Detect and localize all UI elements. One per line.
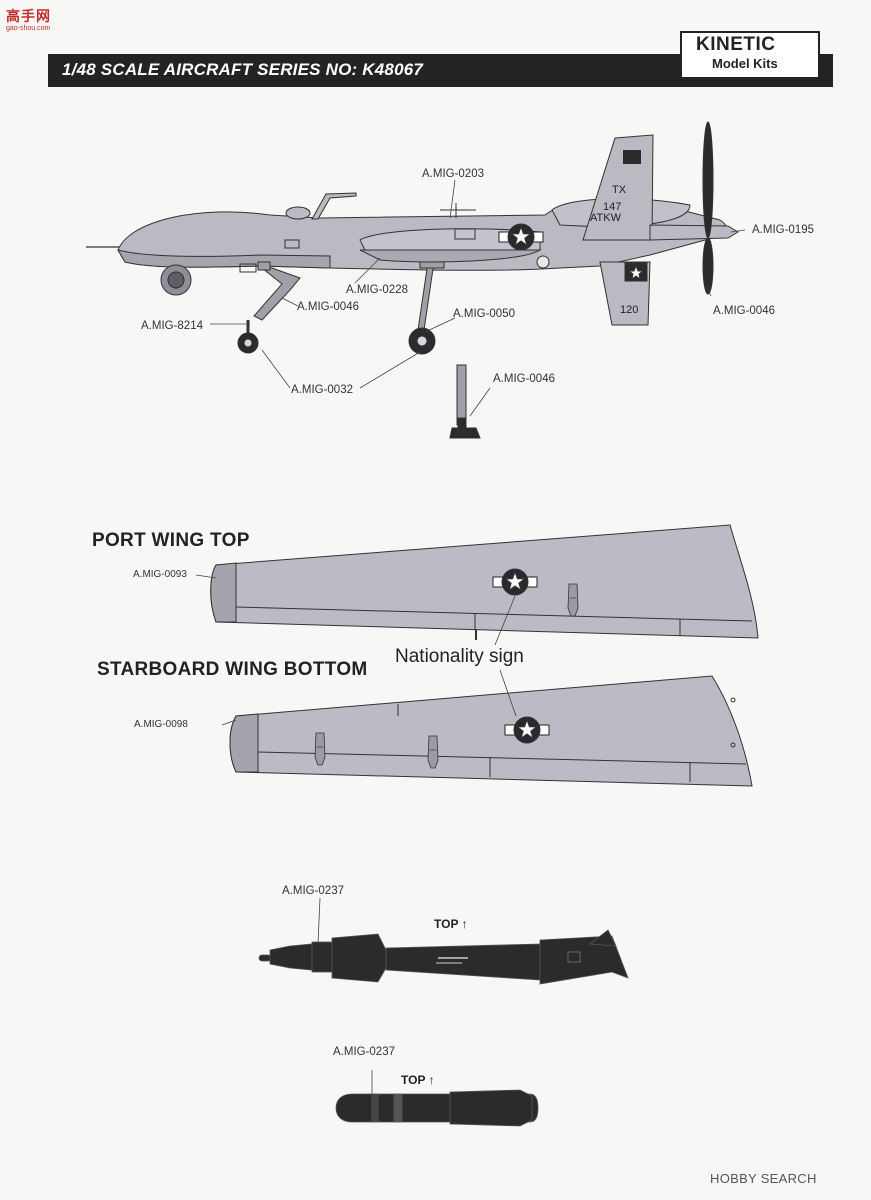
series-title: 1/48 SCALE AIRCRAFT SERIES NO: K48067 [62, 60, 424, 79]
starboard-wing-title: STARBOARD WING BOTTOM [97, 659, 368, 680]
callout-0195: A.MIG-0195 [752, 224, 814, 236]
missile-drawing [335, 1089, 539, 1127]
brand-subtitle: Model Kits [712, 56, 778, 71]
nat-sign-leader-2 [499, 669, 517, 717]
callout-0203: A.MIG-0203 [422, 168, 484, 180]
gear-leg-inset [449, 364, 481, 439]
starboard-wing-bottom [229, 675, 753, 787]
port-wing-top [210, 524, 759, 640]
port-wing-title: PORT WING TOP [92, 530, 250, 551]
bomb-drawing [258, 929, 629, 985]
callout-0046-prop: A.MIG-0046 [713, 305, 775, 317]
bomb-leader [317, 897, 321, 945]
callout-0046-gear-inset: A.MIG-0046 [493, 373, 555, 385]
aircraft-side-view [86, 121, 739, 355]
bomb-top-indicator: TOP ↑ [434, 917, 468, 931]
port-wing-callout: A.MIG-0093 [133, 569, 187, 580]
tail-unit-2: ATKW [590, 212, 622, 224]
site-logo-text: 高手网 [6, 9, 51, 25]
site-logo-url: gao-shou.com [6, 25, 51, 32]
missile-callout: A.MIG-0237 [333, 1046, 395, 1058]
tail-number: 120 [620, 304, 638, 316]
missile-top-indicator: TOP ↑ [401, 1073, 435, 1087]
site-logo: 高手网 gao-shou.com [6, 6, 70, 36]
nationality-sign-label: Nationality sign [395, 646, 524, 667]
starboard-wing-leader [221, 719, 237, 726]
callout-8214: A.MIG-8214 [141, 320, 203, 332]
bomb-callout: A.MIG-0237 [282, 885, 344, 897]
starboard-wing-callout: A.MIG-0098 [134, 719, 188, 730]
tail-unit-1: 147 [603, 201, 621, 213]
brand-logo: KINETIC Model Kits [680, 31, 820, 79]
callout-0032: A.MIG-0032 [291, 384, 353, 396]
brand-name: KINETIC [696, 34, 776, 55]
callout-0228: A.MIG-0228 [346, 284, 408, 296]
callout-0046-nosegear: A.MIG-0046 [297, 301, 359, 313]
tail-code: TX [612, 184, 627, 196]
port-wing-leader [195, 574, 217, 579]
watermark: HOBBY SEARCH [710, 1171, 817, 1186]
nat-sign-leader-1 [494, 595, 516, 646]
callout-0050: A.MIG-0050 [453, 308, 515, 320]
aircraft-leader-lines [210, 179, 746, 417]
